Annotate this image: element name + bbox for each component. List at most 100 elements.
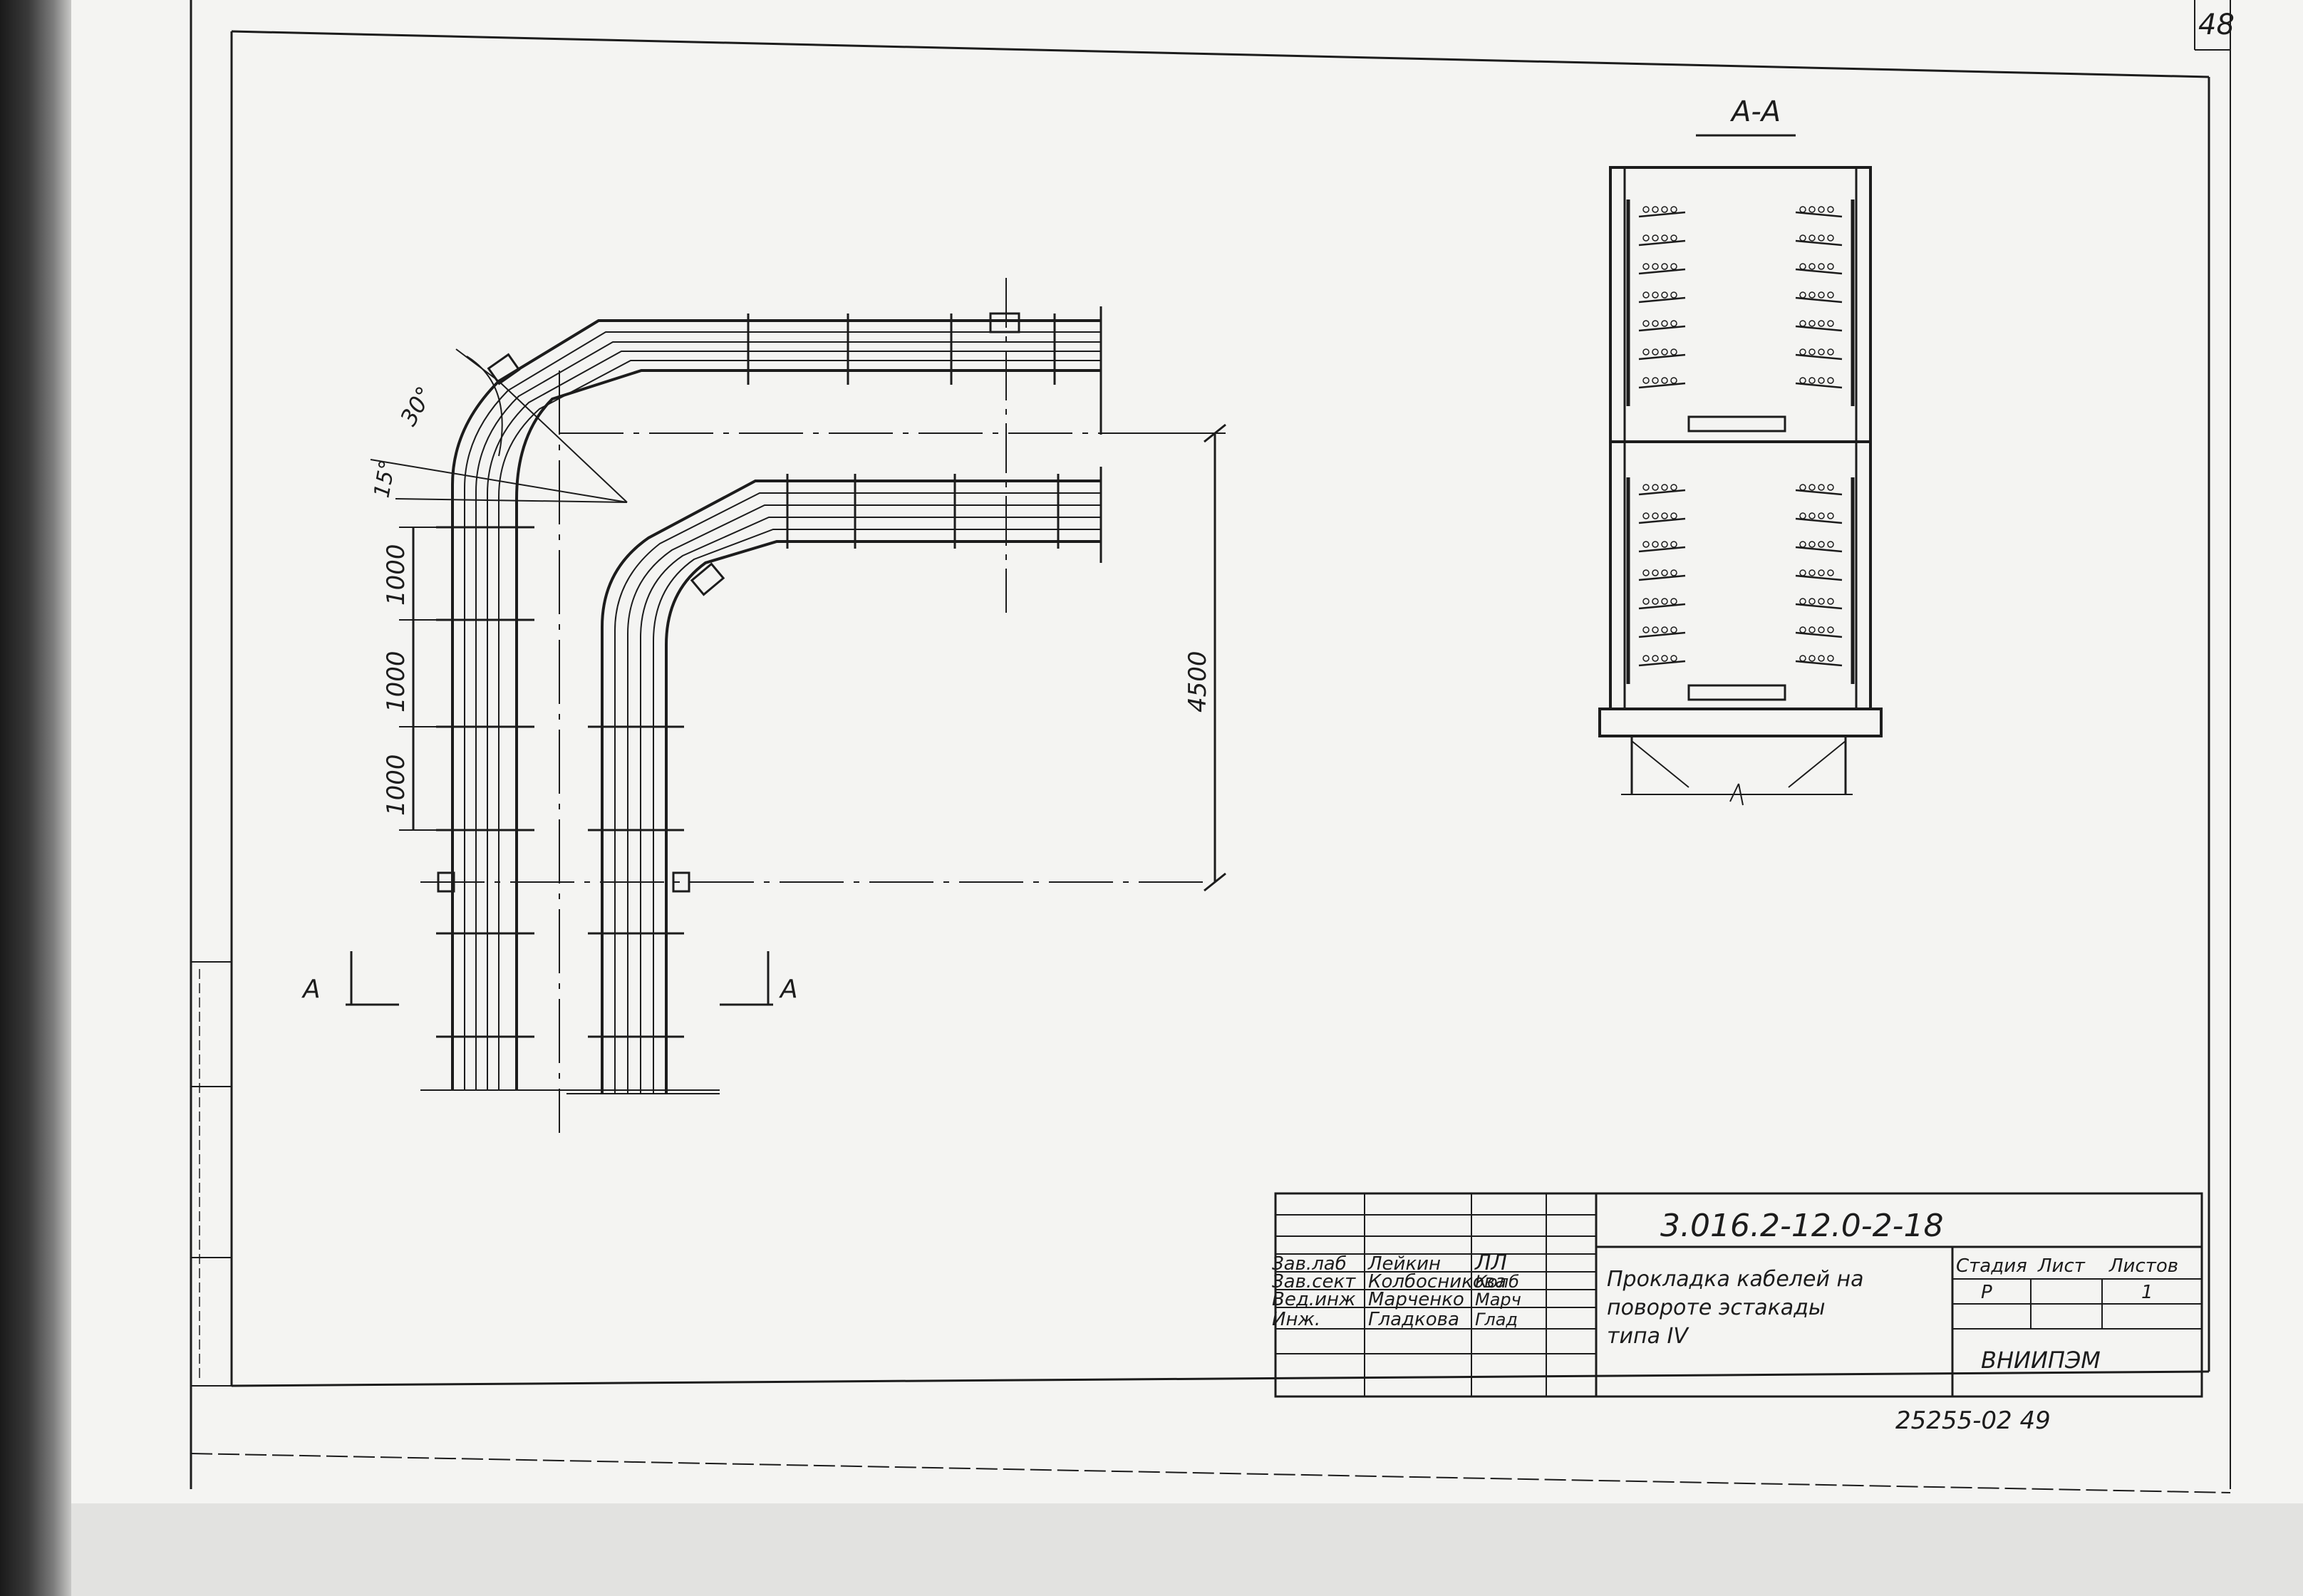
cable-shelf-line [1638, 296, 1686, 304]
cable-shelf-line [1795, 239, 1843, 247]
cable-shelf-line [1795, 603, 1843, 610]
cable-circle [1808, 320, 1816, 327]
cable-circle [1799, 206, 1806, 213]
staff-name: Лейкин [1367, 1253, 1441, 1275]
cable-shelf-line [1795, 353, 1843, 361]
organization-name: ВНИИПЭМ [1981, 1347, 2101, 1374]
cable-circle [1799, 234, 1806, 242]
cable-shelf-line [1795, 517, 1843, 524]
cable-shelf-line [1638, 631, 1686, 638]
cable-circle [1799, 541, 1806, 548]
height-dimension: 4500 [1184, 651, 1212, 712]
cable-circle [1827, 263, 1834, 270]
cable-circle [1661, 263, 1668, 270]
cable-circle [1661, 291, 1668, 299]
sheets-value: 1 [2141, 1282, 2153, 1303]
cable-circle [1799, 626, 1806, 633]
cable-shelf-line [1795, 325, 1843, 332]
cable-circle [1799, 484, 1806, 491]
cable-circle [1661, 569, 1668, 576]
cable-circle [1827, 655, 1834, 662]
cable-circle [1670, 320, 1677, 327]
cable-circle [1661, 348, 1668, 356]
staff-name: Гладкова [1368, 1309, 1459, 1330]
cable-circle [1642, 626, 1650, 633]
drawing-code: 3.016.2-12.0-2-18 [1660, 1208, 1944, 1244]
cable-circle [1661, 484, 1668, 491]
cable-circle [1670, 291, 1677, 299]
sheets-header: Листов [2108, 1255, 2178, 1277]
cable-circle [1652, 291, 1659, 299]
cable-circle [1799, 377, 1806, 384]
cable-circle [1670, 348, 1677, 356]
cable-circle [1642, 484, 1650, 491]
cable-circle [1818, 655, 1825, 662]
staff-name: Марченко [1368, 1289, 1464, 1310]
cable-circle [1808, 569, 1816, 576]
drawing-title-line: повороте эстакады [1607, 1295, 1826, 1320]
cable-circle [1661, 206, 1668, 213]
section-mark-left: A [301, 975, 321, 1004]
cable-circle [1808, 655, 1816, 662]
cable-circle [1818, 598, 1825, 605]
cable-circle [1652, 484, 1659, 491]
cable-circle [1827, 206, 1834, 213]
cable-circle [1670, 263, 1677, 270]
cable-circle [1808, 541, 1816, 548]
cable-circle [1661, 320, 1668, 327]
cable-circle [1818, 484, 1825, 491]
stage-header: Стадия [1956, 1255, 2027, 1277]
cable-circle [1827, 541, 1834, 548]
cable-circle [1652, 655, 1659, 662]
angle-15-label: 15° [369, 458, 400, 499]
cable-circle [1661, 598, 1668, 605]
cable-circle [1818, 626, 1825, 633]
cable-shelf-line [1638, 517, 1686, 524]
cable-circle [1808, 234, 1816, 242]
sheet-header: Лист [2037, 1255, 2086, 1277]
cable-circle [1827, 234, 1834, 242]
cable-circle [1818, 377, 1825, 384]
cable-shelf-line [1638, 239, 1686, 247]
cable-circle [1642, 598, 1650, 605]
cable-circle [1808, 263, 1816, 270]
cable-circle [1808, 291, 1816, 299]
cable-circle [1799, 598, 1806, 605]
cable-shelf-line [1638, 353, 1686, 361]
cable-circle [1827, 348, 1834, 356]
drawing-title-line: типа IV [1607, 1324, 1689, 1349]
cable-circle [1642, 320, 1650, 327]
cable-shelf-line [1638, 382, 1686, 389]
scan-dark-edge [0, 0, 71, 1596]
cable-circle [1642, 512, 1650, 519]
cable-circle [1661, 377, 1668, 384]
cable-circle [1652, 598, 1659, 605]
section-mark-right: A [779, 975, 798, 1004]
cable-circle [1652, 206, 1659, 213]
cable-shelf-line [1795, 296, 1843, 304]
cable-circle [1827, 569, 1834, 576]
cable-circle [1799, 655, 1806, 662]
cable-circle [1642, 291, 1650, 299]
drawing-sheet [71, 0, 2303, 1510]
cable-circle [1670, 541, 1677, 548]
cable-circle [1827, 377, 1834, 384]
cable-circle [1642, 206, 1650, 213]
cable-circle [1808, 512, 1816, 519]
cable-circle [1818, 234, 1825, 242]
cable-circle [1799, 348, 1806, 356]
sheet-frame [190, 0, 2231, 1493]
cable-circle [1670, 626, 1677, 633]
cable-circle [1661, 512, 1668, 519]
cable-circle [1827, 598, 1834, 605]
staff-role: Зав.лаб [1272, 1253, 1347, 1275]
cable-circle [1652, 512, 1659, 519]
cable-circle [1661, 541, 1668, 548]
scan-bottom-strip [71, 1503, 2303, 1596]
cable-shelf-line [1638, 489, 1686, 496]
cable-circle [1818, 541, 1825, 548]
plan-view-outer-route [420, 306, 1102, 1091]
cable-circle [1670, 377, 1677, 384]
cable-shelf-line [1638, 660, 1686, 667]
cable-circle [1642, 377, 1650, 384]
